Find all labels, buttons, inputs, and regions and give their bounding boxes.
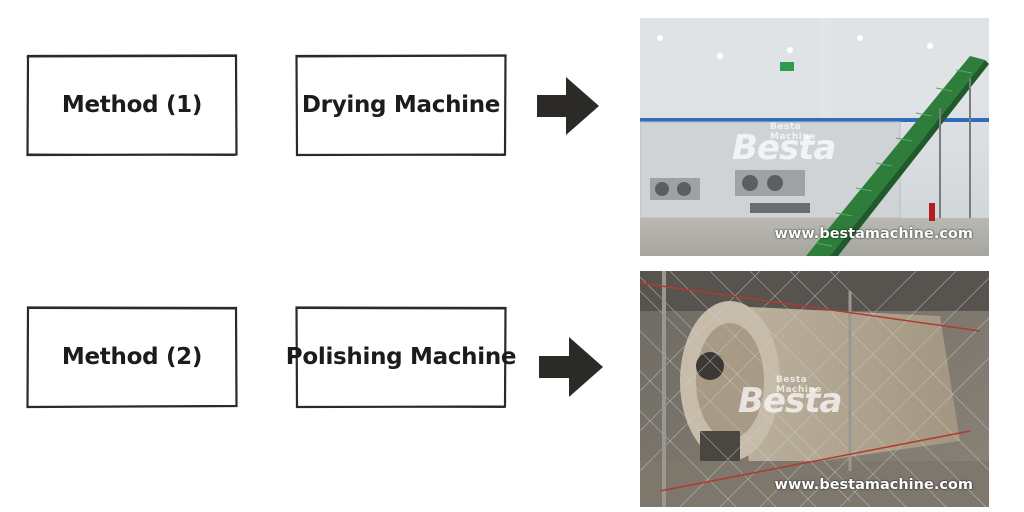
method-1-label: Method (1) (61, 92, 203, 118)
drying-machine-photo: Besta Machine Besta www.bestamachine.com (640, 18, 989, 256)
polishing-machine-label: Polishing Machine (285, 344, 517, 370)
polishing-watermark-big: Besta (738, 381, 842, 421)
method-1-box: Method (1) (26, 54, 238, 157)
arrow-right-icon (537, 77, 599, 135)
drying-machine-frame (295, 54, 507, 157)
method-2-box: Method (2) (26, 306, 238, 409)
drying-watermark: Besta Machine Besta (732, 122, 836, 168)
drying-watermark-big: Besta (732, 128, 836, 168)
arrow-right-icon (539, 337, 603, 397)
polishing-watermark: Besta Machine Besta (738, 375, 842, 421)
polishing-url: www.bestamachine.com (774, 477, 973, 493)
polishing-machine-box: Polishing Machine (286, 306, 517, 409)
drying-url: www.bestamachine.com (774, 226, 973, 242)
drying-machine-label: Drying Machine (301, 92, 501, 118)
method-2-label: Method (2) (61, 344, 203, 370)
method-1-frame (26, 54, 238, 157)
polishing-machine-photo: Besta Machine Besta www.bestamachine.com (640, 271, 989, 507)
method-2-frame (26, 306, 238, 409)
drying-watermark-small: Besta Machine (770, 122, 816, 142)
polishing-watermark-small: Besta Machine (776, 375, 822, 395)
polishing-machine-frame (295, 306, 507, 409)
drying-machine-box: Drying Machine (295, 54, 507, 157)
